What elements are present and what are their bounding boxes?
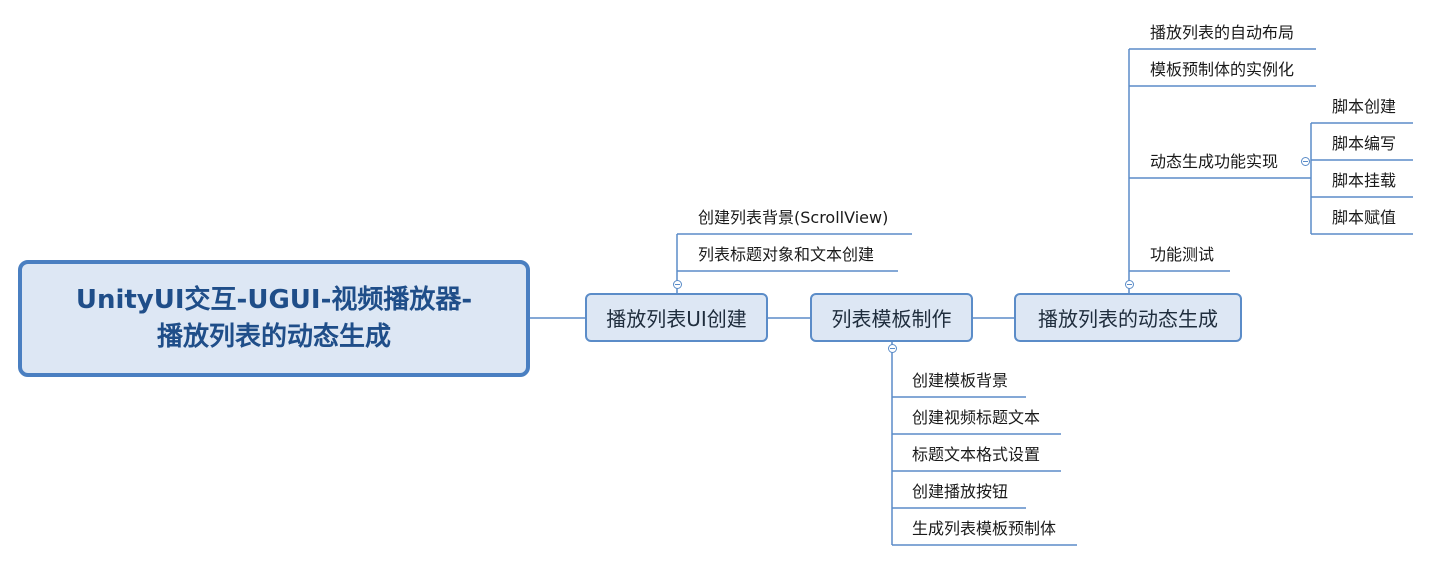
- subtopic-item[interactable]: 模板预制体的实例化: [1150, 60, 1295, 79]
- subtopic-item[interactable]: 标题文本格式设置: [912, 445, 1041, 464]
- subtopic-item[interactable]: 创建播放按钮: [912, 482, 1009, 501]
- topic-playlist-ui[interactable]: 播放列表UI创建: [585, 293, 768, 342]
- topic-label: 播放列表的动态生成: [1038, 307, 1218, 331]
- subtopic-item[interactable]: 创建列表背景(ScrollView): [698, 208, 889, 227]
- subtopic-item[interactable]: 脚本编写: [1332, 134, 1397, 153]
- subtopic-item[interactable]: 脚本创建: [1332, 97, 1397, 116]
- subtopic-item[interactable]: 创建视频标题文本: [912, 408, 1041, 427]
- subtopic-item[interactable]: 创建模板背景: [912, 371, 1009, 390]
- subtopic-item[interactable]: 动态生成功能实现: [1150, 152, 1279, 171]
- root-topic[interactable]: UnityUI交互-UGUI-视频播放器- 播放列表的动态生成: [18, 260, 530, 377]
- topic-template[interactable]: 列表模板制作: [810, 293, 973, 342]
- subtopic-item[interactable]: 脚本挂载: [1332, 171, 1397, 190]
- subtopic-item[interactable]: 脚本赋值: [1332, 208, 1397, 227]
- subtopic-item[interactable]: 生成列表模板预制体: [912, 519, 1057, 538]
- root-title-line1: UnityUI交互-UGUI-视频播放器-: [75, 284, 473, 315]
- topic-dynamic-generation[interactable]: 播放列表的动态生成: [1014, 293, 1242, 342]
- topic-label: 列表模板制作: [831, 307, 952, 331]
- subtopic-item[interactable]: 列表标题对象和文本创建: [698, 245, 875, 264]
- collapse-toggle-icon[interactable]: [673, 280, 682, 289]
- root-title-line2: 播放列表的动态生成: [156, 321, 391, 352]
- collapse-toggle-icon[interactable]: [1301, 157, 1310, 166]
- collapse-toggle-icon[interactable]: [888, 344, 897, 353]
- subtopic-item[interactable]: 功能测试: [1150, 245, 1215, 264]
- collapse-toggle-icon[interactable]: [1125, 280, 1134, 289]
- subtopic-item[interactable]: 播放列表的自动布局: [1150, 23, 1295, 42]
- topic-label: 播放列表UI创建: [606, 307, 747, 331]
